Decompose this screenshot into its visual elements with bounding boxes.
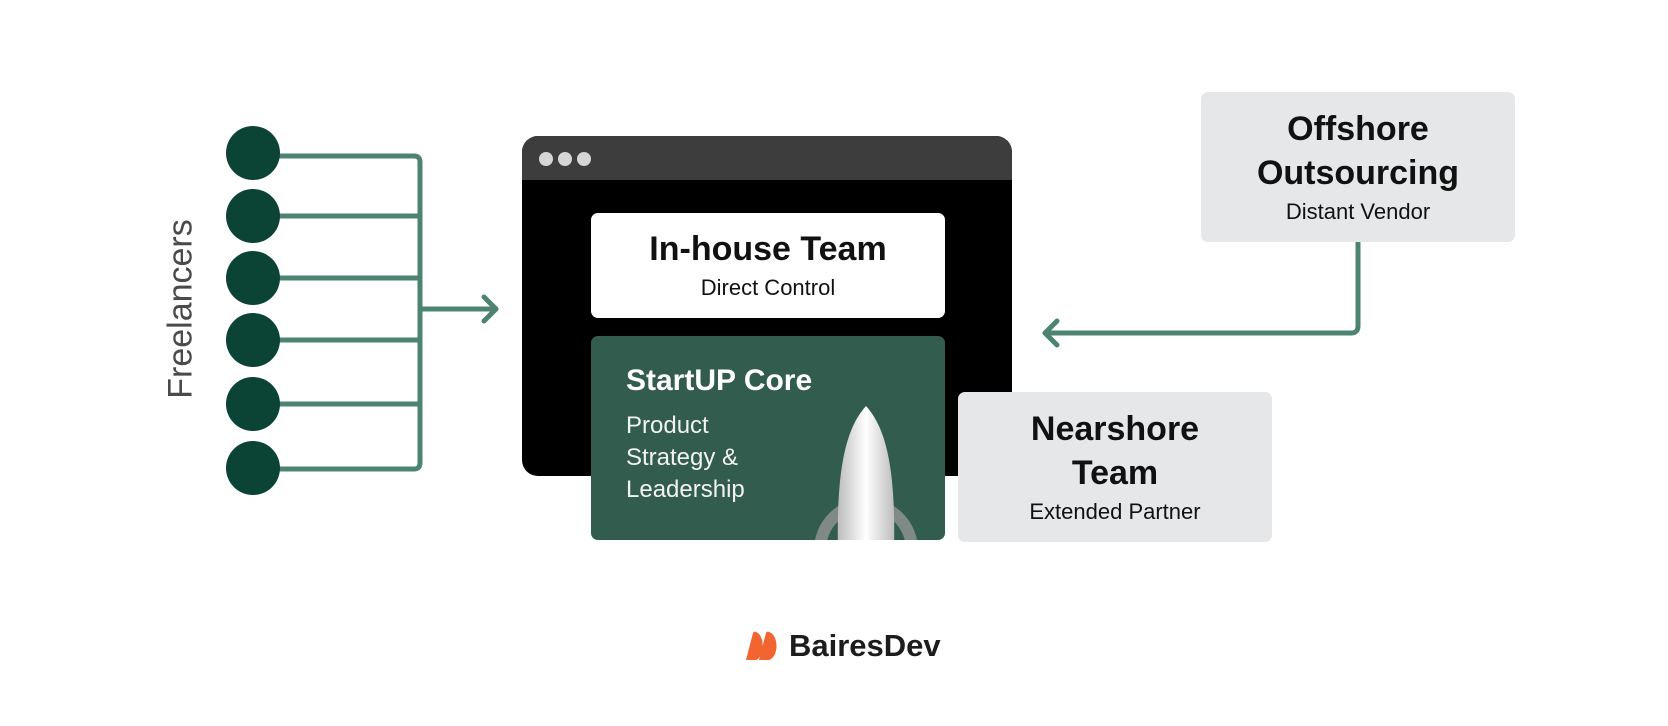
freelancer-dot bbox=[226, 313, 280, 367]
startup-subtitle-line: Leadership bbox=[626, 476, 745, 503]
nearshore-subtitle: Extended Partner bbox=[1029, 499, 1201, 524]
freelancer-dot bbox=[226, 251, 280, 305]
startup-subtitle-line: Strategy & bbox=[626, 444, 739, 471]
browser-title-bar bbox=[522, 136, 1012, 180]
freelancers-label: Freelancers bbox=[161, 219, 200, 399]
inhouse-team-subtitle: Direct Control bbox=[700, 275, 836, 300]
freelancer-dot bbox=[226, 126, 280, 180]
brand-name: BairesDev bbox=[789, 628, 941, 663]
freelancer-dot bbox=[226, 441, 280, 495]
freelancer-bracket bbox=[250, 153, 423, 472]
offshore-outsourcing-card: Offshore Outsourcing Distant Vendor bbox=[1201, 92, 1515, 242]
nearshore-title-line: Team bbox=[1071, 454, 1159, 492]
startup-core-title: StartUP Core bbox=[626, 364, 813, 397]
offshore-title-line: Outsourcing bbox=[1256, 154, 1460, 192]
inhouse-team-title: In-house Team bbox=[649, 230, 887, 268]
window-dot-icon bbox=[558, 152, 572, 166]
startup-core-subtitle: Product Strategy & Leadership bbox=[626, 410, 826, 506]
offshore-title: Offshore Outsourcing bbox=[1201, 107, 1515, 195]
arrow-right-icon bbox=[417, 294, 499, 324]
rocket-icon bbox=[815, 406, 917, 540]
bairesdev-logo-icon bbox=[746, 631, 777, 660]
brand-logo: BairesDev bbox=[745, 628, 941, 664]
offshore-subtitle: Distant Vendor bbox=[1285, 199, 1431, 224]
startup-core-card: StartUP Core Product Strategy & Leadersh… bbox=[591, 336, 945, 540]
nearshore-title-line: Nearshore bbox=[1030, 410, 1200, 448]
nearshore-team-card: Nearshore Team Extended Partner bbox=[958, 392, 1272, 542]
freelancer-dot bbox=[226, 189, 280, 243]
offshore-title-line: Offshore bbox=[1287, 110, 1429, 148]
nearshore-title: Nearshore Team bbox=[958, 407, 1272, 495]
freelancer-dot bbox=[226, 377, 280, 431]
startup-subtitle-line: Product bbox=[626, 412, 709, 439]
arrow-left-icon bbox=[1042, 240, 1361, 348]
window-dot-icon bbox=[577, 152, 591, 166]
inhouse-team-card: In-house Team Direct Control bbox=[591, 213, 945, 318]
window-dot-icon bbox=[539, 152, 553, 166]
